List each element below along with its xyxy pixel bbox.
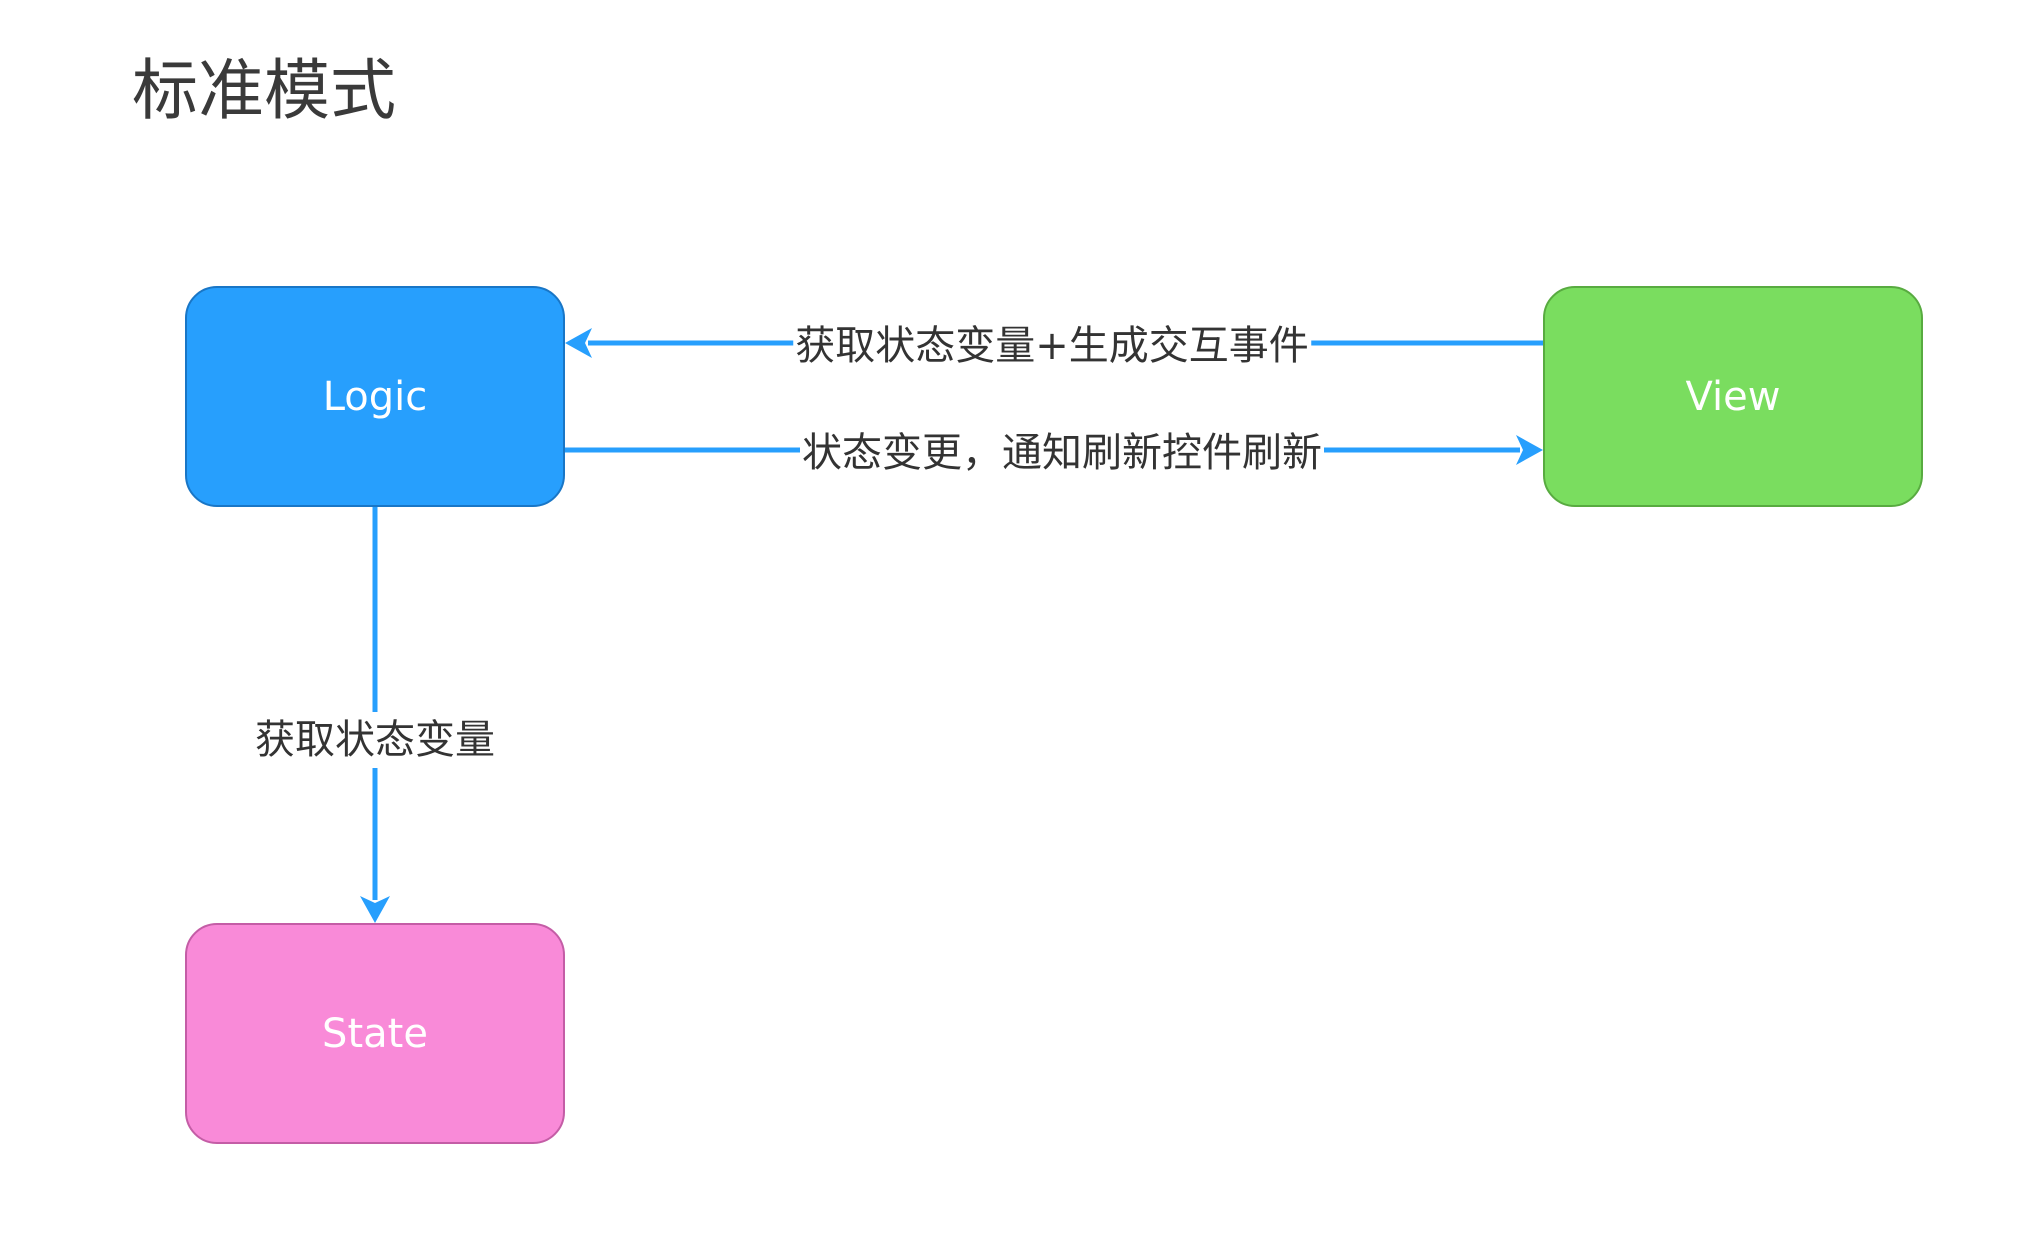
state-node: State (185, 923, 565, 1144)
arrow-logic-to-state (360, 507, 390, 923)
view-node-label: View (1685, 373, 1781, 420)
page-title: 标准模式 (132, 52, 396, 129)
logic-node-label: Logic (322, 373, 428, 420)
view-node: View (1543, 286, 1923, 507)
logic-node: Logic (185, 286, 565, 507)
edge-label-logic-to-state: 获取状态变量 (255, 712, 495, 768)
state-node-label: State (322, 1010, 428, 1057)
edge-label-view-to-logic: 获取状态变量+生成交互事件 (793, 322, 1311, 370)
edge-label-logic-to-view: 状态变更，通知刷新控件刷新 (800, 429, 1324, 477)
